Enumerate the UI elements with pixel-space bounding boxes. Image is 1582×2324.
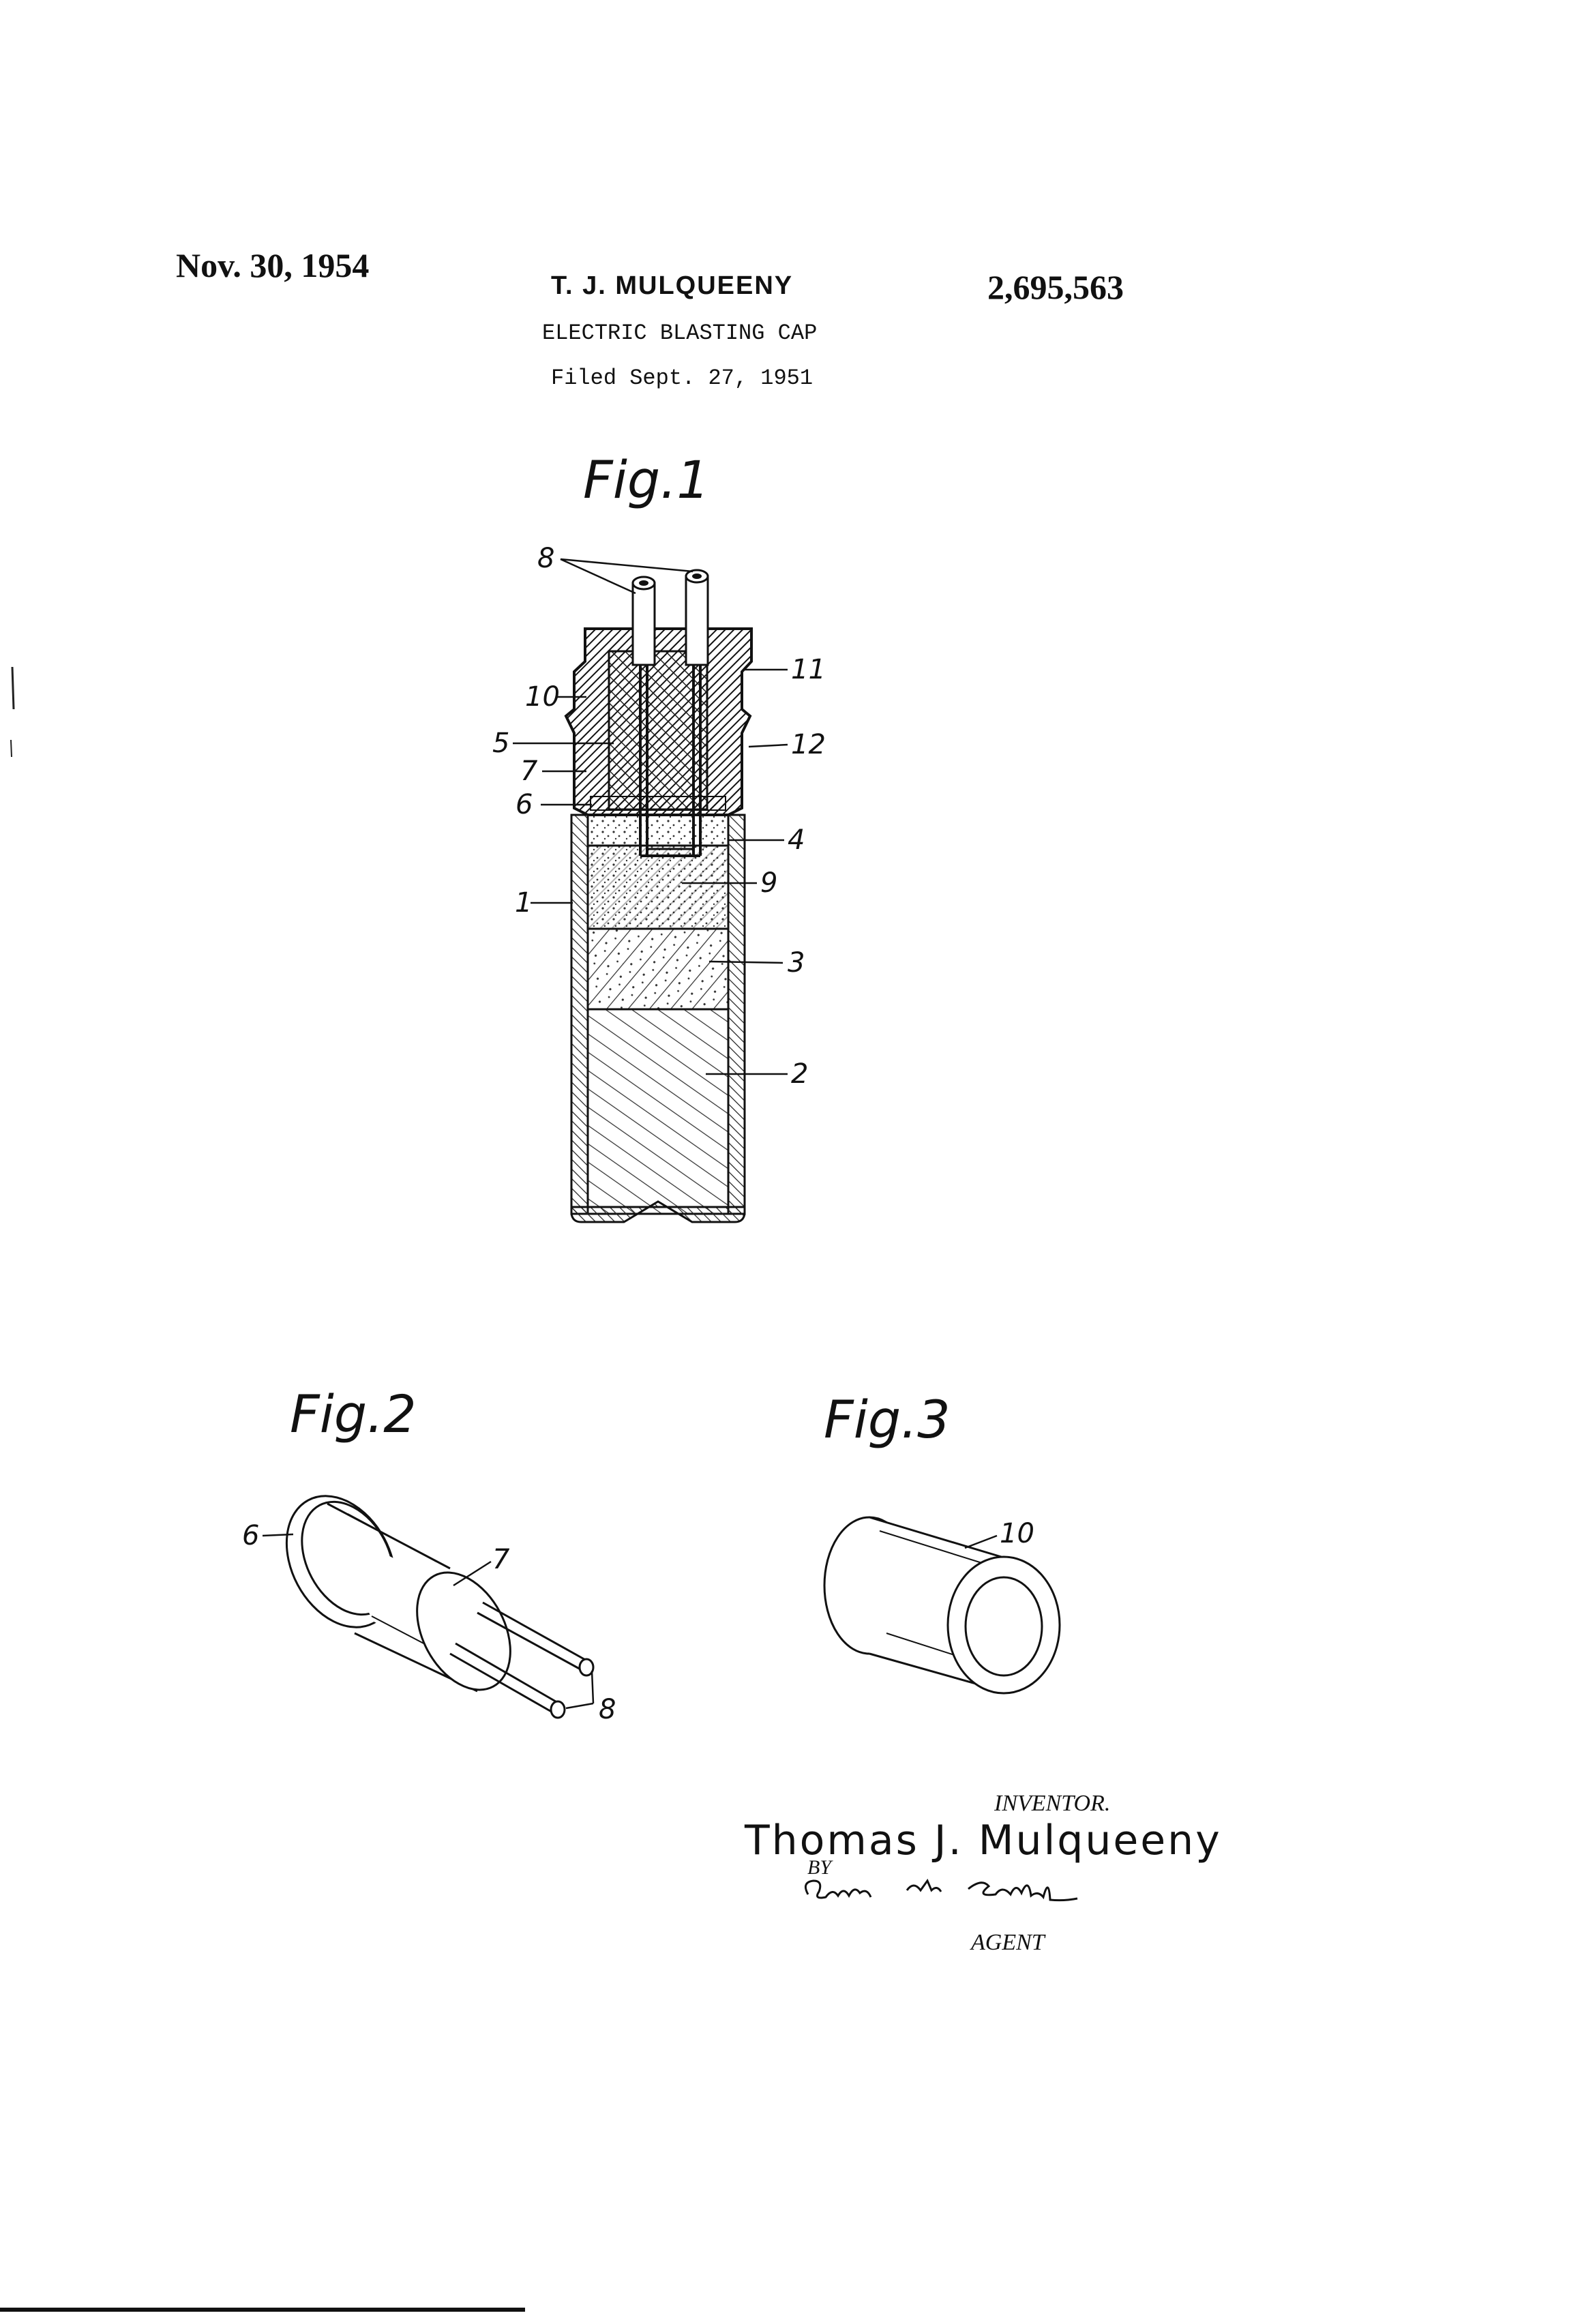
ref-6: 6 xyxy=(516,789,533,820)
plug-and-gasket-perspective xyxy=(265,1477,593,1718)
ref-9: 9 xyxy=(760,867,777,899)
figure-1-label: Fig.1 xyxy=(583,449,710,510)
fig2-ref-8: 8 xyxy=(599,1694,616,1725)
blasting-cap-cross-section xyxy=(566,570,751,1222)
ref-3: 3 xyxy=(788,947,805,979)
ref-4: 4 xyxy=(788,824,805,856)
figure-3-label: Fig.3 xyxy=(824,1389,951,1450)
ref-10: 10 xyxy=(525,681,560,713)
figure-3: Fig.3 10 xyxy=(824,1389,1060,1693)
figure-2-label: Fig.2 xyxy=(290,1384,417,1444)
agent-label: AGENT xyxy=(971,1930,1045,1956)
by-label: BY xyxy=(807,1856,831,1879)
ref-12: 12 xyxy=(791,729,826,760)
figure-2: Fig.2 6 7 8 xyxy=(242,1384,616,1725)
fig3-ref-10: 10 xyxy=(1000,1518,1034,1549)
figure-3-leader xyxy=(965,1536,997,1548)
bottom-rule xyxy=(0,2308,525,2312)
ref-7: 7 xyxy=(520,756,538,787)
fig2-ref-6: 6 xyxy=(242,1520,259,1551)
ref-2: 2 xyxy=(791,1058,808,1090)
fig2-ref-7: 7 xyxy=(492,1544,510,1575)
inventor-label: INVENTOR. xyxy=(994,1791,1110,1817)
ref-1: 1 xyxy=(515,887,532,919)
margin-mark xyxy=(11,740,12,757)
ref-8: 8 xyxy=(537,543,554,574)
ref-5: 5 xyxy=(492,728,509,759)
agent-signature xyxy=(805,1881,1077,1901)
ref-11: 11 xyxy=(791,654,826,685)
figure-1: Fig.1 xyxy=(492,449,826,1222)
margin-mark xyxy=(12,667,14,709)
